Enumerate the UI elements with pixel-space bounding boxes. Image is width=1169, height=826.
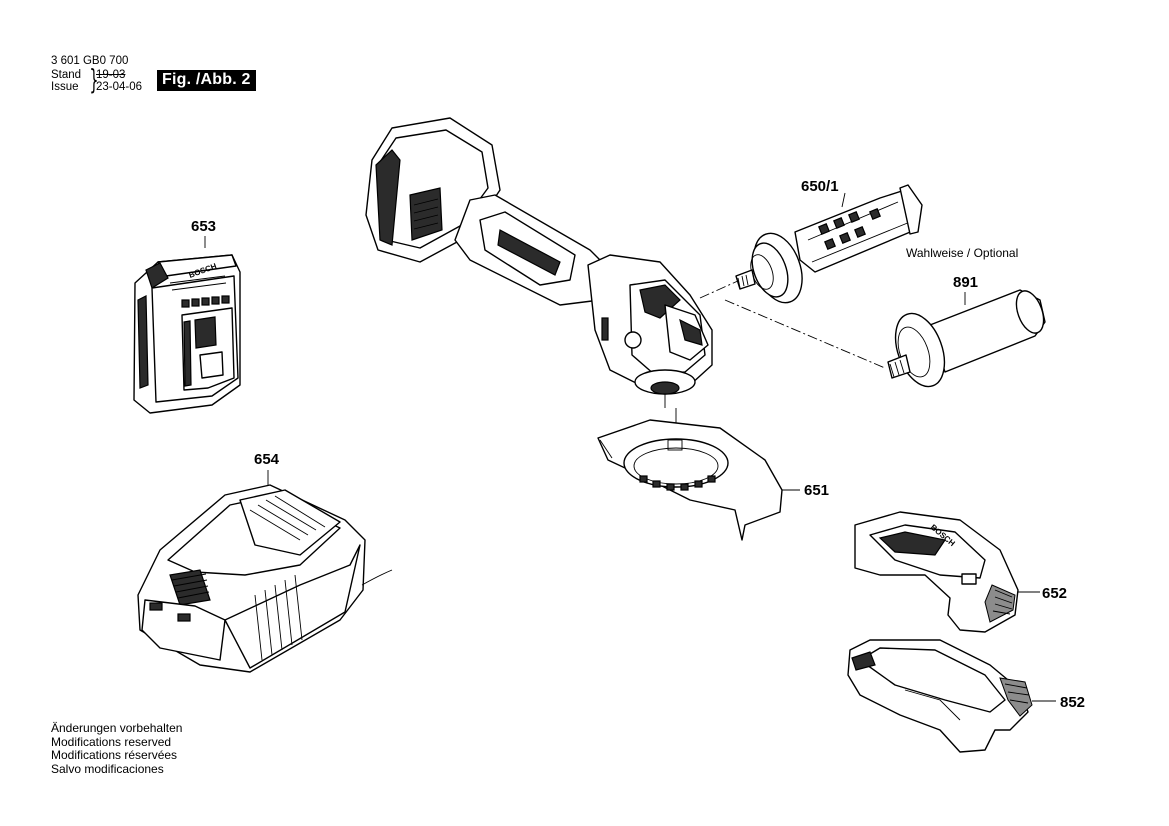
brace-icon: } [89, 63, 99, 96]
note-es: Salvo modificaciones [51, 761, 164, 776]
note-en: Modifications reserved [51, 734, 172, 749]
modification-notes: Änderungen vorbehalten Modifications res… [51, 721, 183, 776]
guard-651 [597, 419, 800, 541]
stand-date: 19-03 [96, 69, 126, 81]
callout-652: 652 [1042, 585, 1068, 602]
issue-date: 23-04-06 [96, 81, 143, 93]
optional-note: Wahlweise / Optional [906, 246, 1019, 260]
callout-852: 852 [1060, 694, 1086, 711]
stand-label: Stand [51, 69, 82, 81]
cutting-guard-652: BOSCH [854, 511, 1040, 633]
guard-852 [847, 639, 1056, 753]
angle-grinder [365, 117, 713, 470]
part-number: 3 601 GB0 700 [51, 55, 129, 67]
note-fr: Modifications réservées [51, 748, 178, 762]
charger-654 [137, 470, 393, 673]
issue-label: Issue [51, 81, 79, 93]
callout-650-1: 650/1 [801, 178, 839, 195]
callout-654: 654 [254, 451, 280, 468]
note-de: Änderungen vorbehalten [51, 721, 183, 735]
callout-651: 651 [804, 482, 830, 499]
figure-label: Fig. /Abb. 2 [157, 70, 256, 91]
aux-handle-650-1 [735, 184, 923, 304]
callout-653: 653 [191, 218, 217, 235]
optional-handle-891 [887, 289, 1046, 388]
battery-pack-653: BOSCH [133, 236, 241, 414]
callout-891: 891 [953, 274, 979, 291]
